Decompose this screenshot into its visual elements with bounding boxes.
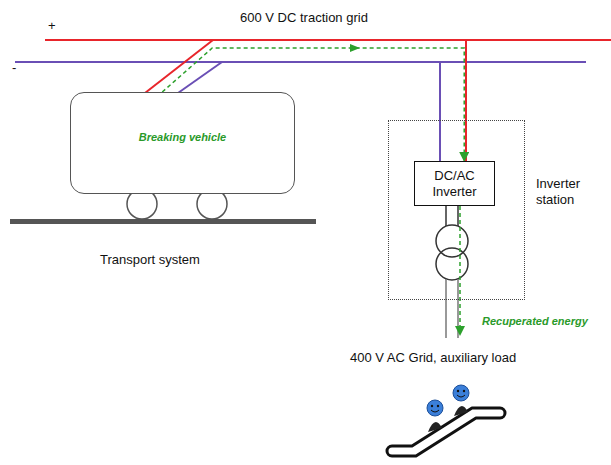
person-body	[428, 422, 442, 432]
escalator	[500, 408, 505, 418]
person-head	[427, 400, 443, 416]
pantograph-negative	[178, 62, 222, 93]
escalator	[387, 446, 392, 456]
positive-wire	[45, 39, 611, 41]
person-head	[453, 385, 469, 401]
node-text: Breaking vehicle	[139, 131, 226, 143]
text-label: 600 V DC traction grid	[240, 10, 368, 25]
ac-wire	[445, 205, 447, 226]
pantograph-positive	[145, 40, 213, 93]
node-text: DC/AC Inverter	[418, 168, 491, 200]
text-label: -	[12, 60, 16, 75]
inverter-box: DC/AC Inverter	[414, 161, 495, 206]
escalator	[392, 408, 500, 446]
person-body	[454, 406, 468, 416]
text-label: Transport system	[100, 252, 200, 267]
flow-arrowhead	[455, 326, 465, 336]
ac-wire	[445, 279, 447, 338]
negative-wire	[15, 61, 586, 63]
node-text: Inverter station	[536, 176, 600, 208]
station-outline: Inverter stationDC/AC Inverter	[388, 120, 525, 300]
escalator	[392, 418, 500, 456]
text-label: Recuperated energy	[482, 315, 588, 327]
negative-feeder	[439, 62, 441, 161]
vehicle-box: Breaking vehicle	[70, 92, 295, 194]
rail	[10, 219, 316, 224]
ac-wire	[457, 205, 459, 226]
energy-flow	[459, 206, 461, 328]
text-label: 400 V AC Grid, auxiliary load	[350, 350, 516, 365]
text-label: +	[48, 18, 56, 33]
transformer-winding	[436, 248, 468, 280]
positive-feeder	[465, 40, 467, 161]
